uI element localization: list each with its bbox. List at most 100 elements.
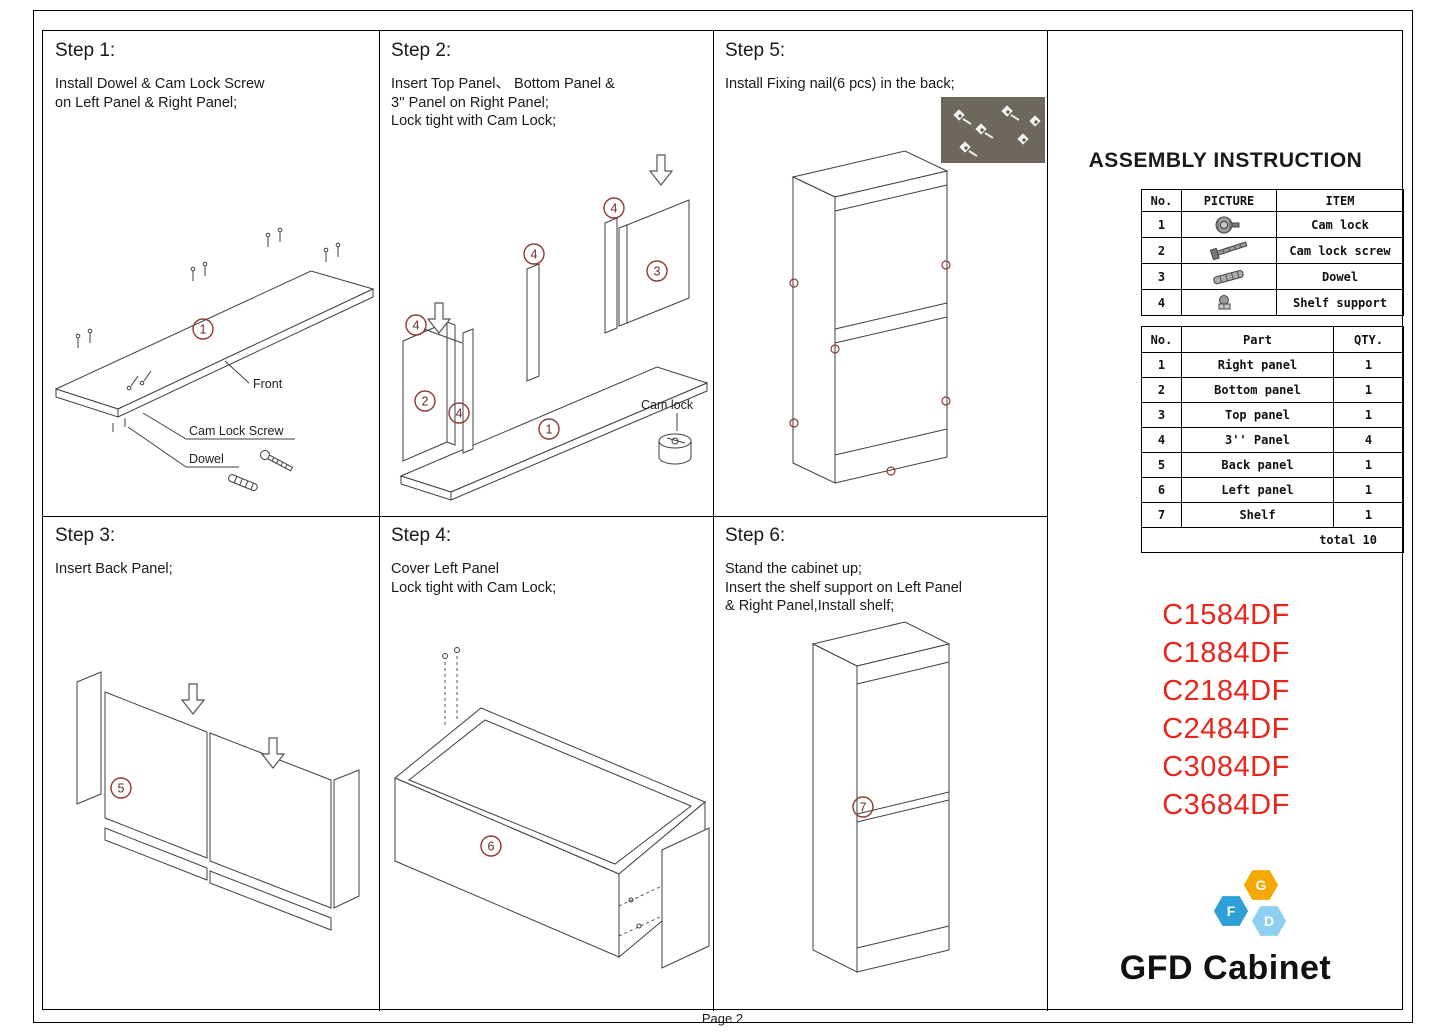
cam-lock-drawing: [658, 433, 692, 465]
callout-number: 2: [422, 395, 429, 409]
callout-number: 1: [200, 323, 207, 337]
callout-circle-2: [414, 390, 436, 412]
step6-line: Stand the cabinet up;: [725, 561, 863, 577]
parts-header-qty: QTY.: [1333, 326, 1404, 353]
hardware-row: 2 Cam lock screw: [1141, 237, 1404, 264]
right-column: ASSEMBLY INSTRUCTION No. PICTURE ITEM 1: [1047, 31, 1404, 1011]
back-panel-1: [104, 691, 208, 859]
hw-no: 4: [1141, 289, 1182, 316]
step6-diagram: 7: [811, 621, 951, 973]
thin-3in-panel: [462, 328, 474, 454]
part-no: 5: [1141, 452, 1182, 478]
model-number: C2484DF: [1162, 713, 1290, 745]
model-number: C2184DF: [1162, 675, 1290, 707]
model-number: C1584DF: [1162, 599, 1290, 631]
step5-diagram: [789, 97, 1045, 484]
part-no: 4: [1141, 427, 1182, 453]
logo-hex-f: [1212, 894, 1250, 928]
cabinet-side-face: [792, 176, 836, 484]
step4-line: Lock tight with Cam Lock;: [391, 579, 557, 596]
mid-3in-panel: [526, 263, 540, 382]
callout-circle-3: [646, 260, 668, 282]
screw-dot: [628, 897, 634, 903]
dowel-drawing: [228, 474, 258, 492]
down-arrow: [180, 683, 206, 715]
grid-divider: [713, 31, 714, 1011]
step5-instructions: Install Fixing nail(6 pcs) in the back;: [725, 75, 955, 94]
step2-diagram: 4 4 4 4 3 2 1 Cam lock: [399, 154, 709, 501]
part-qty: 1: [1333, 502, 1404, 528]
back-panel-2: [209, 732, 332, 909]
fixing-nail-positions: [789, 260, 951, 476]
step6-panel: Step 6: Stand the cabinet up; Insert the…: [713, 516, 1047, 1011]
outer-border: [33, 10, 1413, 1023]
bottom-panel-edge: [450, 382, 708, 501]
guide-line: [618, 885, 663, 907]
parts-header-no: No.: [1141, 326, 1182, 353]
callout-leader: [423, 328, 463, 344]
callout-number: 4: [531, 248, 538, 262]
logo-letter-g: G: [1256, 877, 1267, 893]
callout-circle-1: [538, 418, 560, 440]
parts-total-row: total 10: [1141, 527, 1404, 553]
hw-header-picture: PICTURE: [1181, 189, 1277, 212]
shelf: [856, 791, 950, 823]
step5-line: Install Fixing nail(6 pcs) in the back;: [725, 76, 955, 92]
callout-number: 7: [860, 801, 867, 815]
hardware-table: No. PICTURE ITEM 1: [1141, 189, 1404, 316]
part-name: 3'' Panel: [1181, 427, 1334, 453]
dowel-icon: [1213, 269, 1244, 284]
part-name: Left panel: [1181, 477, 1334, 503]
callout-circle-7: [852, 796, 874, 818]
hw-item: Cam lock screw: [1276, 237, 1404, 264]
part-no: 6: [1141, 477, 1182, 503]
brand-name: GFD Cabinet: [1119, 949, 1332, 987]
part-name: Bottom panel: [1181, 377, 1334, 403]
cam-lock-screw-icon: [1209, 240, 1248, 260]
callout-number: 4: [456, 407, 463, 421]
step3-instructions: Insert Back Panel;: [55, 560, 173, 579]
parts-header-row: No. Part QTY.: [1141, 326, 1404, 353]
step1-line: Install Dowel & Cam Lock Screw: [55, 76, 265, 92]
step3-panel: Step 3: Insert Back Panel; 5: [43, 516, 379, 1011]
parts-total: total 10: [1141, 527, 1404, 553]
callout-number: 4: [611, 202, 618, 216]
right-3in-panel: [604, 217, 618, 334]
step1-diagram: 1 Front Cam Lock Screw Dowel: [54, 227, 375, 492]
logo-hex-d: [1250, 904, 1288, 938]
step5-panel: Step 5: Install Fixing nail(6 pcs) in th…: [713, 31, 1047, 516]
part-qty: 4: [1333, 427, 1404, 453]
dowel-leader: [127, 426, 187, 468]
cam-lock-screw-label: Cam Lock Screw: [189, 424, 284, 438]
part-no: 2: [1141, 377, 1182, 403]
cam-lock-screw-drawing: [260, 450, 294, 472]
parts-row: 6 Left panel 1: [1141, 477, 1404, 503]
screw-dot: [442, 653, 448, 659]
part-qty: 1: [1333, 352, 1404, 378]
parts-row: 5 Back panel 1: [1141, 452, 1404, 478]
cabinet-opening-inner: [408, 719, 692, 865]
part-name: Right panel: [1181, 352, 1334, 378]
logo-hex-g: [1242, 868, 1280, 902]
model-number: C1884DF: [1162, 637, 1290, 669]
callout-circle-6: [480, 835, 502, 857]
part-qty: 1: [1333, 377, 1404, 403]
part-qty: 1: [1333, 452, 1404, 478]
grid-divider: [43, 516, 1047, 517]
callout-circle-4: [603, 197, 625, 219]
front-label: Front: [253, 377, 283, 391]
down-arrow: [260, 737, 286, 769]
grid-divider: [379, 31, 380, 1011]
cabinet-left-face: [812, 643, 858, 973]
back-rail-line: [834, 316, 948, 344]
page-footer: Page 2: [701, 1011, 744, 1026]
step2-instructions: Insert Top Panel、 Bottom Panel & 3'' Pan…: [391, 75, 615, 131]
callout-circle-1: [192, 318, 214, 340]
main-frame: Step 1: Install Dowel & Cam Lock Screw o…: [42, 30, 1404, 1011]
corner-panel: [333, 769, 360, 909]
model-number: C3684DF: [1162, 789, 1290, 821]
guide-line: [618, 915, 663, 937]
hardware-header-row: No. PICTURE ITEM: [1141, 189, 1404, 212]
down-arrow: [426, 302, 452, 334]
step3-title: Step 3:: [55, 525, 116, 546]
